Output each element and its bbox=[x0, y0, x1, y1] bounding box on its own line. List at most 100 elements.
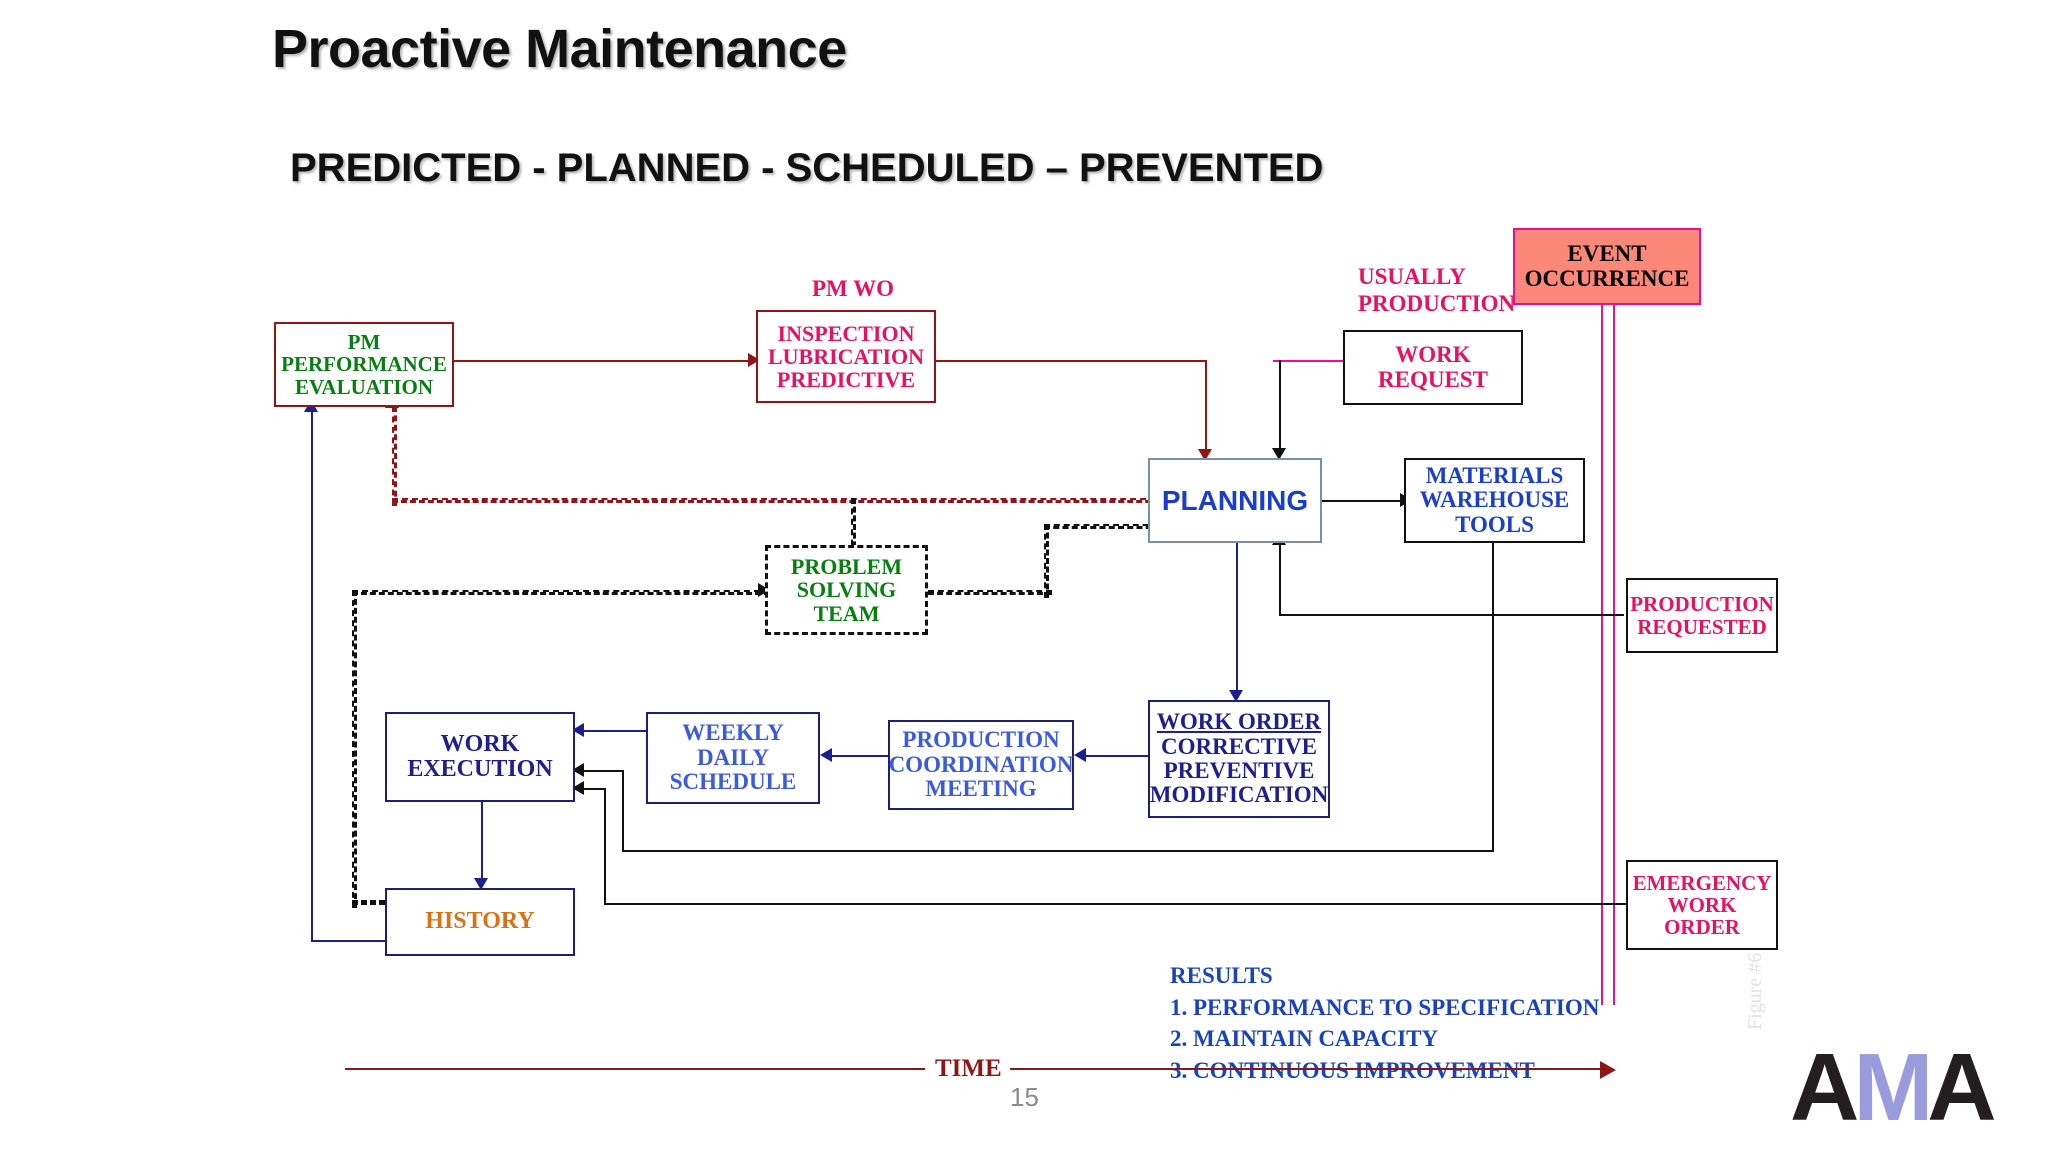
connector-work-execution-to-history bbox=[481, 800, 483, 882]
connector-into-work-execution-mid bbox=[580, 770, 624, 772]
arrowhead-planning-to-work-order bbox=[1229, 690, 1243, 702]
connector-materials-up-to-work-execution bbox=[622, 770, 624, 852]
coordination-line-2: COORDINATION bbox=[888, 751, 1074, 777]
figure-caption: Figure #6 bbox=[1744, 952, 1766, 1030]
results-item-2: 2. MAINTAIN CAPACITY bbox=[1170, 1026, 1439, 1052]
schedule-line-2: DAILY bbox=[696, 744, 769, 770]
work-request-line-1: WORK bbox=[1395, 342, 1471, 368]
time-label: TIME bbox=[935, 1055, 1002, 1082]
materials-line-1: MATERIALS bbox=[1425, 462, 1564, 488]
pm-line-2: PERFORMANCE bbox=[281, 352, 447, 377]
connector-emergency-to-work-execution bbox=[604, 903, 1626, 905]
arrowhead-into-work-execution-mid bbox=[572, 763, 584, 777]
schedule-line-1: WEEKLY bbox=[682, 720, 784, 746]
work-order-line-3: PREVENTIVE bbox=[1163, 758, 1315, 783]
logo-letter-a2: A bbox=[1927, 1034, 1996, 1141]
box-work-request[interactable]: WORK REQUEST bbox=[1343, 330, 1523, 405]
event-rail-left bbox=[1601, 305, 1603, 1005]
materials-line-2: WAREHOUSE bbox=[1419, 487, 1570, 513]
inspection-line-1: INSPECTION bbox=[777, 320, 915, 346]
schedule-line-3: SCHEDULE bbox=[669, 769, 797, 795]
time-axis-arrowhead bbox=[1600, 1061, 1616, 1079]
box-weekly-daily-schedule[interactable]: WEEKLY DAILY SCHEDULE bbox=[646, 712, 820, 804]
event-line-2: OCCURRENCE bbox=[1524, 265, 1690, 291]
work-request-line-2: REQUEST bbox=[1378, 366, 1488, 392]
label-pm-wo: PM WO bbox=[812, 276, 894, 301]
box-production-requested[interactable]: PRODUCTION REQUESTED bbox=[1626, 578, 1778, 653]
connector-production-requested-up bbox=[1279, 543, 1281, 616]
box-materials-warehouse-tools[interactable]: MATERIALS WAREHOUSE TOOLS bbox=[1404, 458, 1585, 543]
box-planning[interactable]: PLANNING bbox=[1148, 458, 1322, 543]
connector-coordination-to-schedule bbox=[828, 755, 888, 757]
inspection-line-2: LUBRICATION bbox=[767, 343, 925, 369]
time-axis-left-segment bbox=[345, 1068, 925, 1070]
connector-schedule-to-work-execution bbox=[580, 730, 646, 732]
pm-line-3: EVALUATION bbox=[294, 374, 434, 399]
page-subtitle: PREDICTED - PLANNED - SCHEDULED – PREVEN… bbox=[290, 146, 1324, 190]
pst-line-1: PROBLEM bbox=[790, 554, 903, 580]
arrowhead-emergency-into-work-execution bbox=[572, 781, 584, 795]
production-requested-line-1: PRODUCTION bbox=[1630, 592, 1774, 617]
box-history[interactable]: HISTORY bbox=[385, 888, 575, 956]
box-pm-performance-evaluation[interactable]: PM PERFORMANCE EVALUATION bbox=[274, 322, 454, 407]
logo-letter-a1: A bbox=[1790, 1034, 1859, 1141]
box-work-execution[interactable]: WORK EXECUTION bbox=[385, 712, 575, 802]
results-item-1: 1. PERFORMANCE TO SPECIFICATION bbox=[1170, 994, 1600, 1020]
emergency-line-3: ORDER bbox=[1664, 915, 1740, 940]
arrowhead-work-order-to-coordination bbox=[1074, 748, 1086, 762]
box-event-occurrence[interactable]: EVENT OCCURRENCE bbox=[1513, 228, 1701, 305]
production-requested-line-2: REQUESTED bbox=[1637, 614, 1767, 639]
box-inspection-lubrication-predictive[interactable]: INSPECTION LUBRICATION PREDICTIVE bbox=[756, 310, 936, 403]
box-work-order[interactable]: WORK ORDER CORRECTIVE PREVENTIVE MODIFIC… bbox=[1148, 700, 1330, 818]
ama-logo: AMA bbox=[1790, 1040, 1997, 1136]
connector-planning-to-work-order bbox=[1236, 543, 1238, 693]
work-execution-line-2: EXECUTION bbox=[407, 756, 553, 782]
materials-line-3: TOOLS bbox=[1455, 511, 1534, 537]
connector-planning-to-materials bbox=[1322, 500, 1404, 502]
box-production-coordination-meeting[interactable]: PRODUCTION COORDINATION MEETING bbox=[888, 720, 1074, 810]
event-line-1: EVENT bbox=[1567, 241, 1647, 267]
page-number: 15 bbox=[1010, 1082, 1039, 1112]
work-execution-line-1: WORK bbox=[440, 730, 520, 757]
planning-label: PLANNING bbox=[1161, 484, 1309, 516]
results-title: RESULTS bbox=[1170, 963, 1273, 988]
connector-feedback-to-pm-vertical bbox=[392, 406, 397, 506]
work-order-line-2: CORRECTIVE bbox=[1161, 733, 1317, 759]
results-block: RESULTS 1. PERFORMANCE TO SPECIFICATION … bbox=[1170, 960, 1599, 1087]
connector-inspection-right bbox=[935, 360, 1207, 362]
history-label: HISTORY bbox=[425, 908, 535, 935]
work-order-line-4: MODIFICATION bbox=[1149, 782, 1329, 808]
results-item-3: 3. CONTINUOUS IMPROVEMENT bbox=[1170, 1058, 1535, 1084]
inspection-line-3: PREDICTIVE bbox=[776, 367, 916, 393]
connector-pst-right bbox=[928, 590, 1052, 595]
connector-history-left bbox=[311, 940, 388, 942]
emergency-line-1: EMERGENCY bbox=[1632, 870, 1772, 895]
coordination-line-3: MEETING bbox=[925, 776, 1037, 802]
connector-work-order-to-coordination bbox=[1082, 755, 1150, 757]
connector-work-request-down bbox=[1279, 360, 1281, 450]
emergency-line-2: WORK bbox=[1667, 892, 1737, 917]
connector-feedback-to-pm-horizontal bbox=[392, 498, 1196, 503]
connector-left-loop-down bbox=[352, 590, 357, 908]
connector-pst-left bbox=[352, 590, 770, 595]
event-rail-right bbox=[1613, 305, 1615, 1005]
connector-materials-down bbox=[1492, 543, 1494, 850]
connector-materials-to-work-execution-horizontal bbox=[622, 850, 1494, 852]
connector-history-up bbox=[311, 410, 313, 942]
connector-pst-up bbox=[1044, 524, 1049, 598]
connector-pm-to-inspection bbox=[454, 360, 749, 362]
page-title: Proactive Maintenance bbox=[272, 19, 847, 79]
connector-emergency-up bbox=[604, 788, 606, 905]
box-problem-solving-team[interactable]: PROBLEM SOLVING TEAM bbox=[765, 545, 928, 635]
arrowhead-schedule-to-work-execution bbox=[572, 723, 584, 737]
box-emergency-work-order[interactable]: EMERGENCY WORK ORDER bbox=[1626, 860, 1778, 950]
arrowhead-work-execution-to-history bbox=[474, 878, 488, 890]
label-usually-production: PRODUCTION bbox=[1358, 291, 1516, 316]
arrowhead-work-request-to-planning bbox=[1272, 448, 1286, 460]
pst-line-3: TEAM bbox=[813, 600, 880, 626]
connector-emergency-into-box bbox=[580, 788, 606, 790]
logo-letter-m: M bbox=[1853, 1034, 1933, 1141]
time-axis-right-segment bbox=[1010, 1068, 1605, 1070]
label-usually: USUALLY bbox=[1358, 264, 1466, 289]
coordination-line-1: PRODUCTION bbox=[902, 727, 1060, 753]
